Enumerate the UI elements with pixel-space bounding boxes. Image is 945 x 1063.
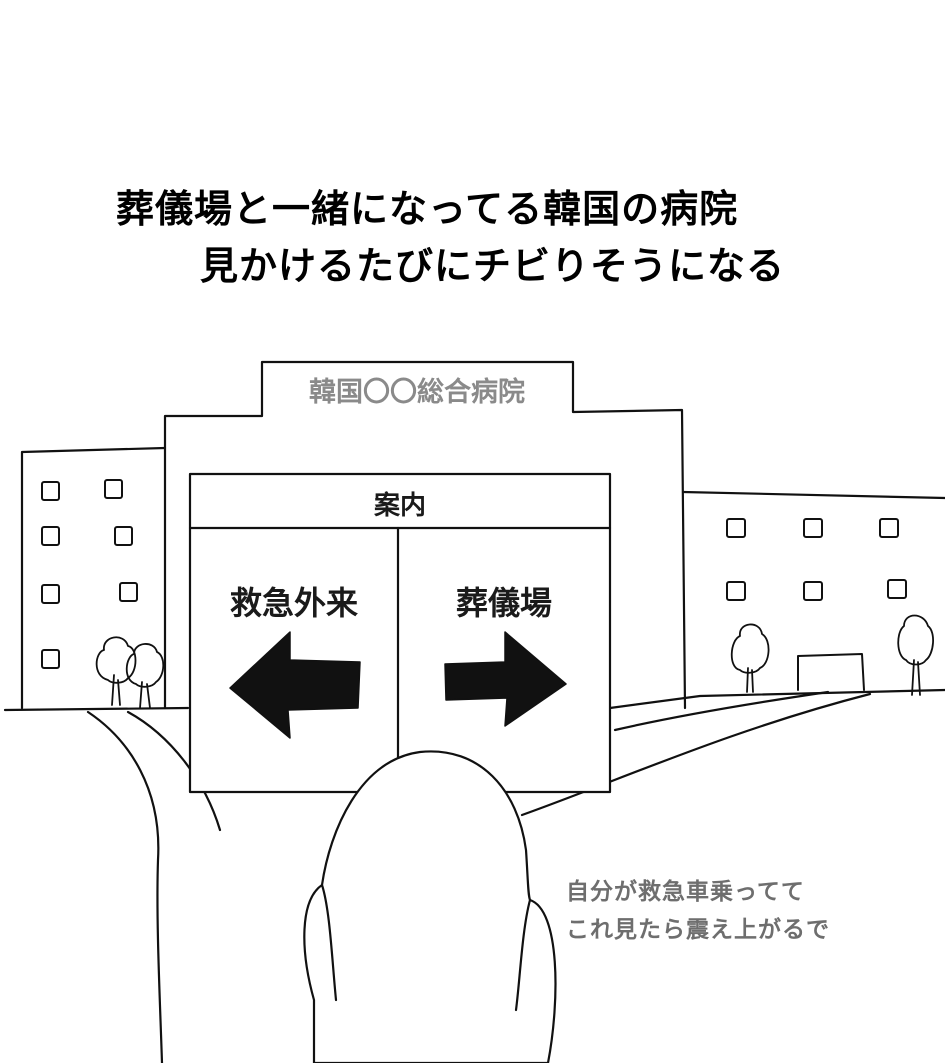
right-trees [730,614,934,696]
directory-sign-header: 案内 [373,491,426,521]
title-line-1: 葬儀場と一緒になってる韓国の病院 [116,187,739,231]
right-arrow-icon [444,631,567,727]
directory-sign [188,472,612,794]
left-arrow-icon [229,631,361,739]
title-line-2: 見かけるたびにチビりそうになる [200,244,786,288]
ground-line [3,688,945,712]
funeral-hall-label: 葬儀場 [455,584,552,622]
person-back-view [303,750,557,1063]
right-building-entrance [797,653,865,691]
left-trees [95,636,165,709]
central-building [163,360,687,710]
caption-line-1: 自分が救急車乗ってて [566,878,805,905]
left-building [20,446,167,710]
left-building-windows [41,479,138,669]
hospital-name-sign: 韓国〇〇総合病院 [309,377,525,408]
roads [86,690,872,1063]
caption-line-2: これ見たら震え上がるで [566,916,830,943]
emergency-label: 救急外来 [229,584,358,622]
right-building [681,490,945,696]
right-building-windows [726,518,907,601]
